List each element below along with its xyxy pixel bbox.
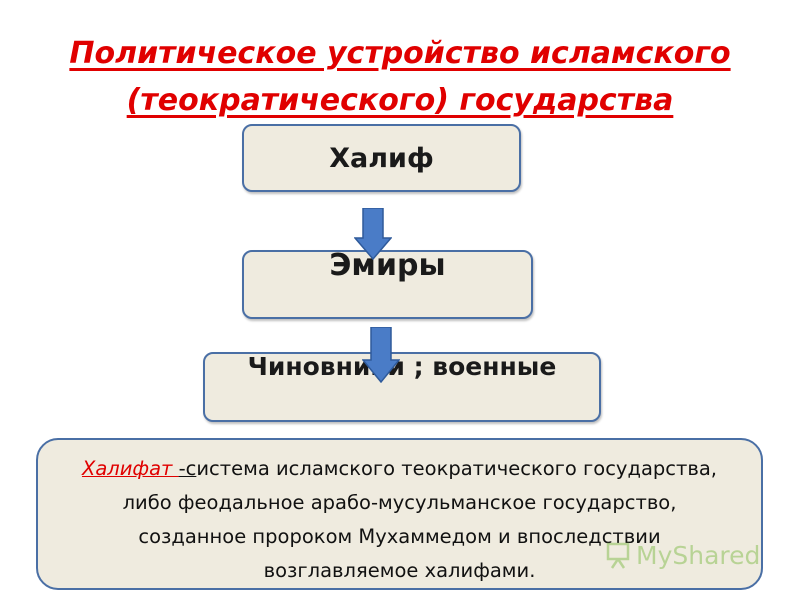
title-line-2: (теократического) государства bbox=[126, 83, 674, 118]
definition-line-2: либо феодальное арабо-мусульманское госу… bbox=[122, 491, 677, 514]
page-title: Политическое устройство исламского (теок… bbox=[40, 30, 760, 124]
definition-dash: -с bbox=[178, 457, 197, 480]
emirs-label: Эмиры bbox=[329, 248, 446, 283]
watermark-text: MyShared bbox=[636, 540, 761, 570]
definition-term: Халифат bbox=[81, 457, 179, 480]
watermark: MyShared bbox=[606, 540, 760, 570]
caliphate-definition-box: Халифат -система исламского теократическ… bbox=[36, 438, 763, 590]
arrow-down-icon bbox=[354, 208, 392, 260]
definition-line-1: Халифат -система исламского теократическ… bbox=[38, 452, 761, 486]
officials-label: Чиновники ; военные bbox=[247, 352, 557, 381]
arrow-down-icon bbox=[362, 327, 400, 383]
caliph-box: Халиф bbox=[242, 124, 521, 192]
officials-box: Чиновники ; военные bbox=[203, 352, 601, 422]
definition-line-1-rest: истема исламского теократического госуда… bbox=[196, 457, 718, 480]
caliph-label: Халиф bbox=[329, 143, 434, 174]
title-line-1: Политическое устройство исламского bbox=[69, 36, 731, 71]
presentation-icon bbox=[606, 542, 630, 569]
definition-line-4: возглавляемое халифами. bbox=[263, 559, 536, 582]
definition-line-3: созданное пророком Мухаммедом и впоследс… bbox=[138, 525, 661, 548]
emirs-box: Эмиры bbox=[242, 248, 533, 319]
